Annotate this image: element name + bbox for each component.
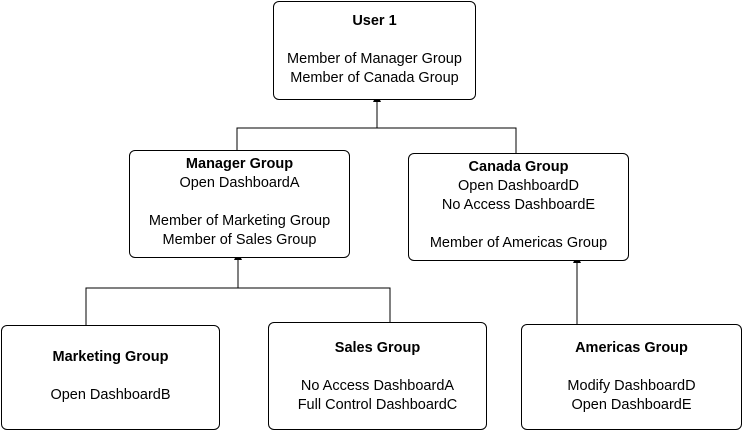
node-line: Open DashboardD <box>458 178 579 194</box>
node-line <box>409 215 628 234</box>
node-line: Full Control DashboardC <box>297 397 458 413</box>
node-line: Member of Canada Group <box>290 70 459 86</box>
node-title: Americas Group <box>575 340 688 356</box>
node-line: Open DashboardE <box>571 397 692 413</box>
node-title: Canada Group <box>468 159 569 175</box>
node-user1: User 1 Member of Manager Group Member of… <box>273 1 476 100</box>
node-title: Marketing Group <box>52 349 169 365</box>
node-manager-group: Manager Group Open DashboardA Member of … <box>129 150 350 258</box>
node-line: Open DashboardA <box>179 175 300 191</box>
node-line: Open DashboardB <box>50 387 171 403</box>
node-title: Sales Group <box>334 340 421 356</box>
node-line: No Access DashboardE <box>441 197 596 213</box>
node-title: User 1 <box>352 13 397 29</box>
node-line: Member of Sales Group <box>162 232 317 248</box>
node-line: Member of Americas Group <box>429 235 608 251</box>
node-title: Manager Group <box>185 156 294 172</box>
node-marketing-group: Marketing Group Open DashboardB <box>1 325 220 430</box>
edge-marketing-sales-to-manager <box>85 287 391 325</box>
node-americas-group: Americas Group Modify DashboardD Open Da… <box>521 324 742 430</box>
node-line: Modify DashboardD <box>567 378 696 394</box>
node-line <box>130 193 349 212</box>
node-line: Member of Manager Group <box>287 51 462 67</box>
node-line: Member of Marketing Group <box>148 213 331 229</box>
node-canada-group: Canada Group Open DashboardD No Access D… <box>408 153 629 261</box>
node-line: No Access DashboardA <box>300 378 455 394</box>
node-sales-group: Sales Group No Access DashboardA Full Co… <box>268 322 487 430</box>
